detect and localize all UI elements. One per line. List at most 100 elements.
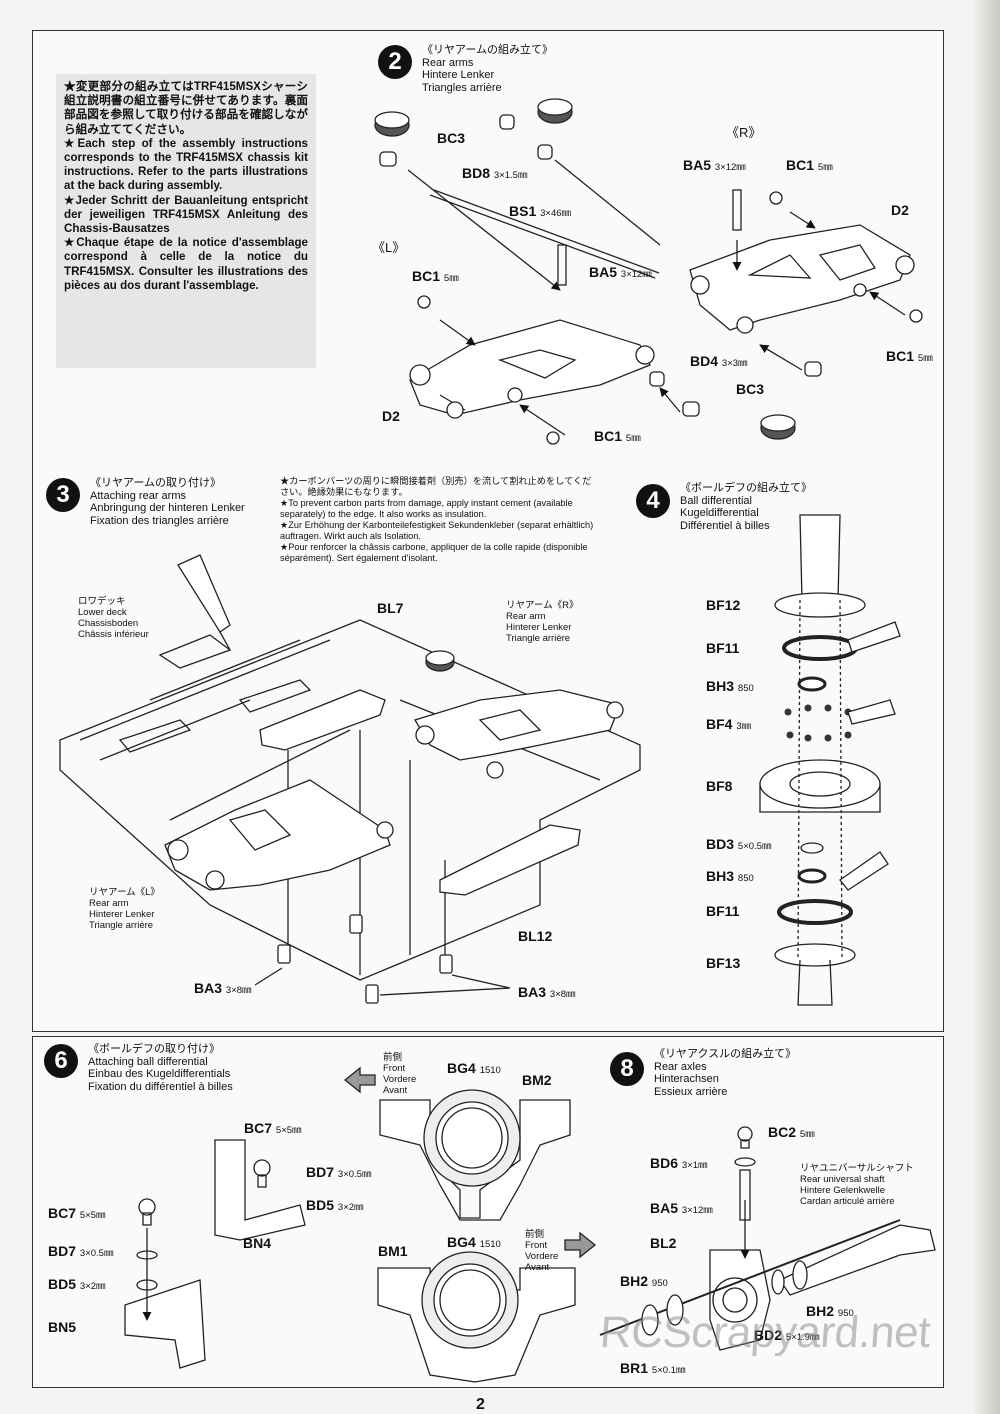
part-label: BA3 3×8㎜ — [194, 980, 252, 996]
part-label: BF4 3㎜ — [706, 716, 751, 732]
front-ja: 前側 — [383, 1052, 403, 1063]
part-label: BD8 3×1.5㎜ — [462, 165, 527, 181]
step-3-title-ja: 《リヤアームの取り付け》 — [90, 477, 222, 489]
note-ja: ★変更部分の組み立てはTRF415MSXシャーシ組立説明書の組立番号に併せてあり… — [64, 80, 308, 136]
warning-en: ★To prevent carbon parts from damage, ap… — [280, 498, 573, 519]
part-code: BD7 — [306, 1164, 335, 1180]
part-size: 5㎜ — [917, 353, 933, 364]
part-code: BD5 — [306, 1197, 335, 1213]
part-code: BG4 — [447, 1234, 476, 1250]
part-code: BC2 — [768, 1124, 797, 1140]
part-label: BA5 3×12㎜ — [589, 264, 652, 280]
part-label: BF12 — [706, 597, 740, 613]
part-code: BR1 — [620, 1360, 649, 1376]
part-label: BL2 — [650, 1235, 677, 1251]
part-size: 3×8㎜ — [549, 989, 576, 1000]
warning-fr: ★Pour renforcer la châssis carbone, appl… — [280, 542, 588, 563]
step-4-title-ja: 《ボールデフの組み立て》 — [680, 482, 812, 494]
step-2-title-fr: Triangles arrière — [422, 81, 502, 94]
part-code: BC7 — [48, 1205, 77, 1221]
part-code: BH3 — [706, 678, 735, 694]
shaft-fr: Cardan articulé arrière — [800, 1196, 895, 1207]
front-ja: 前側 — [525, 1229, 545, 1240]
part-code: BF11 — [706, 640, 740, 656]
part-label: BC3 — [736, 381, 764, 397]
note-fr: ★Chaque étape de la notice d'assemblage … — [64, 236, 308, 292]
part-size: 950 — [837, 1308, 854, 1319]
part-size: 5×5㎜ — [79, 1210, 106, 1221]
part-code: BD5 — [48, 1276, 77, 1292]
part-size: 1510 — [479, 1239, 501, 1250]
part-label: BR1 5×0.1㎜ — [620, 1360, 685, 1376]
part-size: 3×1㎜ — [681, 1160, 708, 1171]
part-label: BH2 950 — [620, 1273, 668, 1289]
part-code: BS1 — [509, 203, 537, 219]
part-label: D2 — [382, 408, 400, 424]
page-number: 2 — [476, 1396, 485, 1413]
part-label: D2 — [891, 202, 909, 218]
lower-deck-en: Lower deck — [78, 607, 127, 618]
part-code: BF13 — [706, 955, 741, 971]
part-code: BF11 — [706, 903, 740, 919]
part-code: BD6 — [650, 1155, 679, 1171]
part-size: 3㎜ — [736, 721, 752, 732]
warning-ja: ★カーボンパーツの周りに瞬間接着剤（別売）を流して割れ止めをしてください。絶縁効… — [280, 476, 592, 497]
part-size: 850 — [737, 873, 754, 884]
part-size: 3×2㎜ — [79, 1281, 106, 1292]
lower-deck-fr: Châssis inférieur — [78, 629, 149, 640]
part-code: BC1 — [786, 157, 815, 173]
part-code: BC7 — [244, 1120, 273, 1136]
step-4-title-fr: Différentiel à billes — [680, 519, 770, 532]
part-size: 3×8㎜ — [225, 985, 252, 996]
part-label: BD7 3×0.5㎜ — [48, 1243, 113, 1259]
part-size: 3×0.5㎜ — [337, 1169, 372, 1180]
part-size: 5㎜ — [817, 162, 833, 173]
shaft-de: Hintere Gelenkwelle — [800, 1185, 886, 1196]
note-en: ★Each step of the assembly instructions … — [64, 136, 308, 193]
step-6-title-de: Einbau des Kugeldifferentials — [88, 1068, 231, 1080]
rear-arm-l-de: Hinterer Lenker — [89, 909, 155, 920]
step-2-title: 《リヤアームの組み立て》 Rear arms Hintere Lenker Tr… — [422, 44, 553, 94]
part-size: 5×5㎜ — [275, 1125, 302, 1136]
part-label: BC2 5㎜ — [768, 1124, 815, 1140]
part-label: BL12 — [518, 928, 553, 944]
shaft-en: Rear universal shaft — [800, 1174, 885, 1185]
part-code: BG4 — [447, 1060, 476, 1076]
part-label: BD7 3×0.5㎜ — [306, 1164, 371, 1180]
rear-arm-l-en: Rear arm — [89, 898, 129, 909]
step-2-title-en: Rear arms — [422, 56, 474, 69]
part-size: 5×0.5㎜ — [737, 841, 772, 852]
part-size: 5×0.1㎜ — [651, 1365, 686, 1376]
part-size: 850 — [737, 683, 754, 694]
rear-arm-r-en: Rear arm — [506, 611, 546, 622]
part-code: D2 — [891, 202, 909, 218]
part-label: BH3 850 — [706, 868, 754, 884]
rear-arm-r-fr: Triangle arrière — [506, 633, 571, 644]
part-label: BD6 3×1㎜ — [650, 1155, 708, 1171]
step-3-title: 《リヤアームの取り付け》 Attaching rear arms Anbring… — [90, 477, 245, 527]
part-code: BF4 — [706, 716, 733, 732]
part-label: BG4 1510 — [447, 1234, 501, 1250]
part-code: BA5 — [683, 157, 712, 173]
part-size: 3×3㎜ — [721, 358, 748, 369]
step-3-title-fr: Fixation des triangles arrière — [90, 514, 229, 527]
part-label: BD5 3×2㎜ — [306, 1197, 364, 1213]
front-de: Vordere — [525, 1251, 559, 1262]
part-label: BH3 850 — [706, 678, 754, 694]
part-label: BL7 — [377, 600, 404, 616]
step-2-title-de: Hintere Lenker — [422, 69, 495, 81]
part-code: BD7 — [48, 1243, 77, 1259]
part-size: 3×46㎜ — [540, 208, 572, 219]
part-code: BA5 — [589, 264, 618, 280]
step-6-title-ja: 《ボールデフの取り付け》 — [88, 1043, 220, 1055]
part-label: BC1 5㎜ — [786, 157, 833, 173]
step-2-title-ja: 《リヤアームの組み立て》 — [422, 44, 554, 56]
part-code: BA5 — [650, 1200, 679, 1216]
part-label: BF8 — [706, 778, 732, 794]
step-8-title-de: Hinterachsen — [654, 1073, 719, 1085]
part-label: BA3 3×8㎜ — [518, 984, 576, 1000]
part-size: 3×2㎜ — [337, 1202, 364, 1213]
part-size: 3×12㎜ — [681, 1205, 713, 1216]
part-label: BS1 3×46㎜ — [509, 203, 571, 219]
